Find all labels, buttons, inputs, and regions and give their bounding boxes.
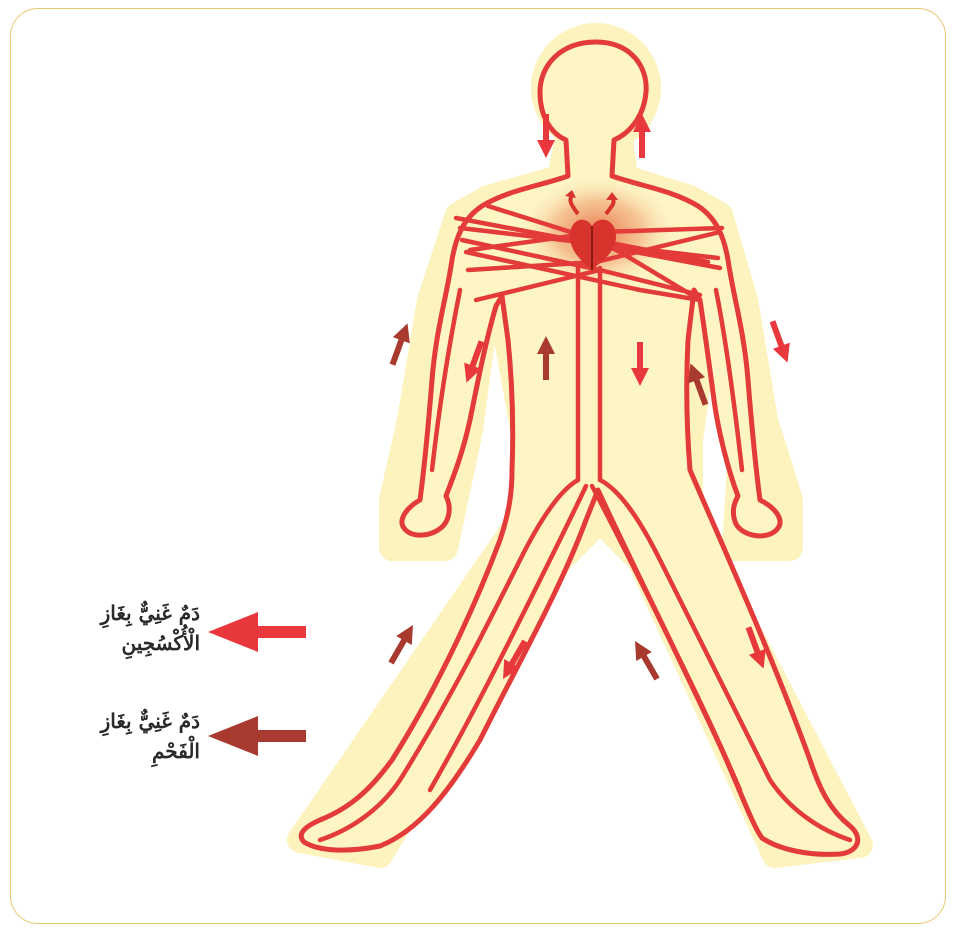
arrow-icon [764, 318, 796, 366]
arrow-icon [627, 636, 665, 683]
legend-label-oxygenated: دَمٌ غَنِيٌّ بِغَازِ الْأُكْسُجِينِ [0, 598, 200, 658]
legend-deoxygenated-line1: دَمٌ غَنِيٌّ بِغَازِ [0, 706, 200, 736]
legend-label-deoxygenated: دَمٌ غَنِيٌّ بِغَازِ الْفَحْمِ [0, 706, 200, 766]
legend-arrow-oxygenated [208, 612, 306, 652]
legend-oxygenated-line1: دَمٌ غَنِيٌّ بِغَازِ [0, 598, 200, 628]
legend-oxygenated-line2: الْأُكْسُجِينِ [0, 628, 200, 658]
legend-deoxygenated-line2: الْفَحْمِ [0, 736, 200, 766]
legend-arrow-deoxygenated [208, 716, 306, 756]
